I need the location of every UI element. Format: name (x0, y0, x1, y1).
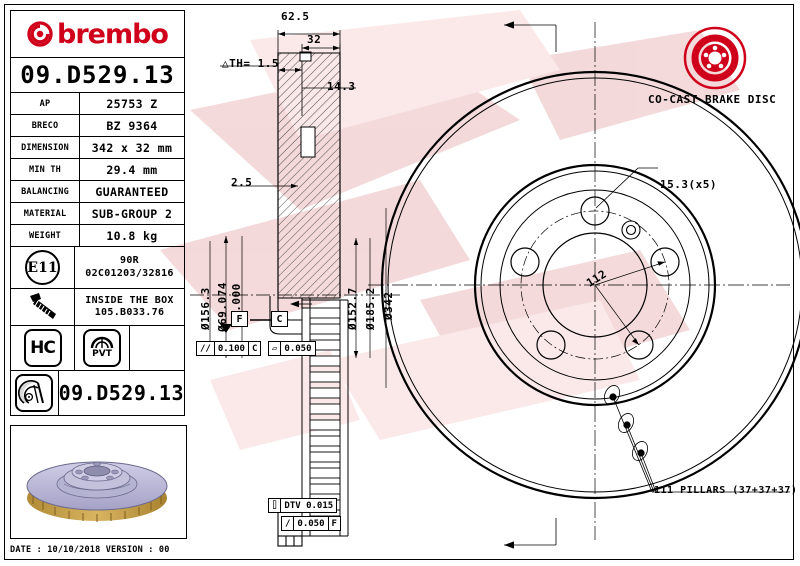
dim-vane-diameter: Ø185.2 (364, 287, 377, 330)
pvt-label: PVT (92, 349, 112, 359)
brake-disc-photo-icon (26, 461, 168, 522)
brembo-circle-logo-icon (27, 21, 53, 47)
inside-box-line2: 105.B033.76 (94, 307, 165, 318)
disc-part-number: 09.D529.13 (58, 381, 184, 405)
dim-outer-hat-diameter: Ø156.3 (199, 287, 212, 330)
dtv-symbol: ⌷ (269, 499, 282, 512)
parallelism-datum: C (251, 343, 258, 354)
spec-key: WEIGHT (10, 224, 80, 247)
spec-key: BRECO (10, 114, 80, 137)
spec-key: DIMENSION (10, 136, 80, 159)
runout-symbol: / (282, 517, 295, 530)
spec-value: BZ 9364 (79, 114, 185, 137)
hc-label: HC (23, 329, 62, 367)
datum-f: F (231, 311, 248, 327)
approval-line2: 02C01203/32816 (85, 267, 174, 279)
dim-hat-width: 32 (307, 33, 322, 46)
perpendicularity-value: 0.050 (284, 343, 312, 354)
spec-value: GUARANTEED (79, 180, 185, 203)
dim-hat-wall: 2.5 (231, 176, 253, 189)
dim-bore-upper: Ø69.074 (216, 282, 229, 332)
part-number-cell: 09.D529.13 (10, 57, 185, 93)
datum-c: C (271, 311, 288, 327)
part-number: 09.D529.13 (20, 61, 175, 89)
sheet-border (4, 4, 794, 560)
spec-value: 342 x 32 mm (79, 136, 185, 159)
spec-key: MIN TH (10, 158, 80, 181)
spec-value: 10.8 kg (79, 224, 185, 247)
dim-thickness-variation: △TH= 1.5 (222, 57, 279, 70)
pillars-note-label: 111 PILLARS (37+37+37) (654, 485, 798, 496)
spec-value: SUB-GROUP 2 (79, 202, 185, 225)
e11-label: E11 (25, 250, 60, 285)
hc-pvt-row: HC PVT (10, 326, 185, 371)
brand-name: brembo (57, 18, 169, 50)
perpendicularity-symbol: ▱ (269, 342, 282, 355)
brake-disc-badge-icon (11, 371, 59, 415)
spec-key: AP (10, 92, 80, 115)
cross-section-view (190, 30, 400, 547)
runout-value: 0.050 (294, 517, 329, 530)
dim-disc-thickness: 14.3 (327, 80, 356, 93)
spec-value: 29.4 mm (79, 158, 185, 181)
disc-part-row: 09.D529.13 (10, 371, 185, 416)
approval-row: E11 90R 02C01203/32816 (10, 247, 185, 289)
hat-section-hatch (278, 53, 340, 298)
pvt-arc-icon (90, 336, 114, 349)
high-carbon-badge: HC (11, 326, 75, 370)
inside-box-line1: INSIDE THE BOX (85, 294, 174, 306)
spec-key: BALANCING (10, 180, 80, 203)
brand-logo-cell: brembo (10, 10, 185, 57)
runout-datum: F (331, 518, 337, 529)
pillar-leaders (603, 385, 790, 493)
pvt-badge-icon: PVT (75, 326, 130, 370)
dtv-frame: ⌷ DTV 0.015 (268, 498, 338, 513)
parallelism-symbol: // (197, 342, 215, 355)
runout-frame: / 0.050 F (281, 516, 341, 531)
inside-box-row: INSIDE THE BOX 105.B033.76 (10, 289, 185, 326)
parallelism-value: 0.100 (215, 342, 249, 355)
footer-date: DATE : 10/10/2018 VERSION : 00 (10, 545, 170, 555)
bolt-hole-diameter-label: 15.3(x5) (660, 178, 717, 191)
dtv-value: DTV 0.015 (284, 500, 334, 511)
screw-icon (11, 289, 75, 325)
parallelism-frame: // 0.100 C (196, 341, 262, 356)
spec-key: MATERIAL (10, 202, 80, 225)
dim-inner-friction-diameter: Ø152.7 (346, 287, 359, 330)
e-mark-circle-icon: E11 (11, 247, 75, 288)
spec-value: 25753 Z (79, 92, 185, 115)
face-view (368, 21, 800, 549)
datum-c-symbol (290, 300, 312, 308)
co-cast-disc-icon (676, 26, 754, 95)
dim-overall-width: 62.5 (281, 10, 310, 23)
approval-line1: 90R (120, 255, 139, 266)
product-photo (10, 425, 187, 539)
hc-pvt-spacer (130, 326, 184, 370)
datum-f-symbol (220, 308, 232, 333)
perpendicularity-frame: ▱ 0.050 (268, 341, 316, 356)
